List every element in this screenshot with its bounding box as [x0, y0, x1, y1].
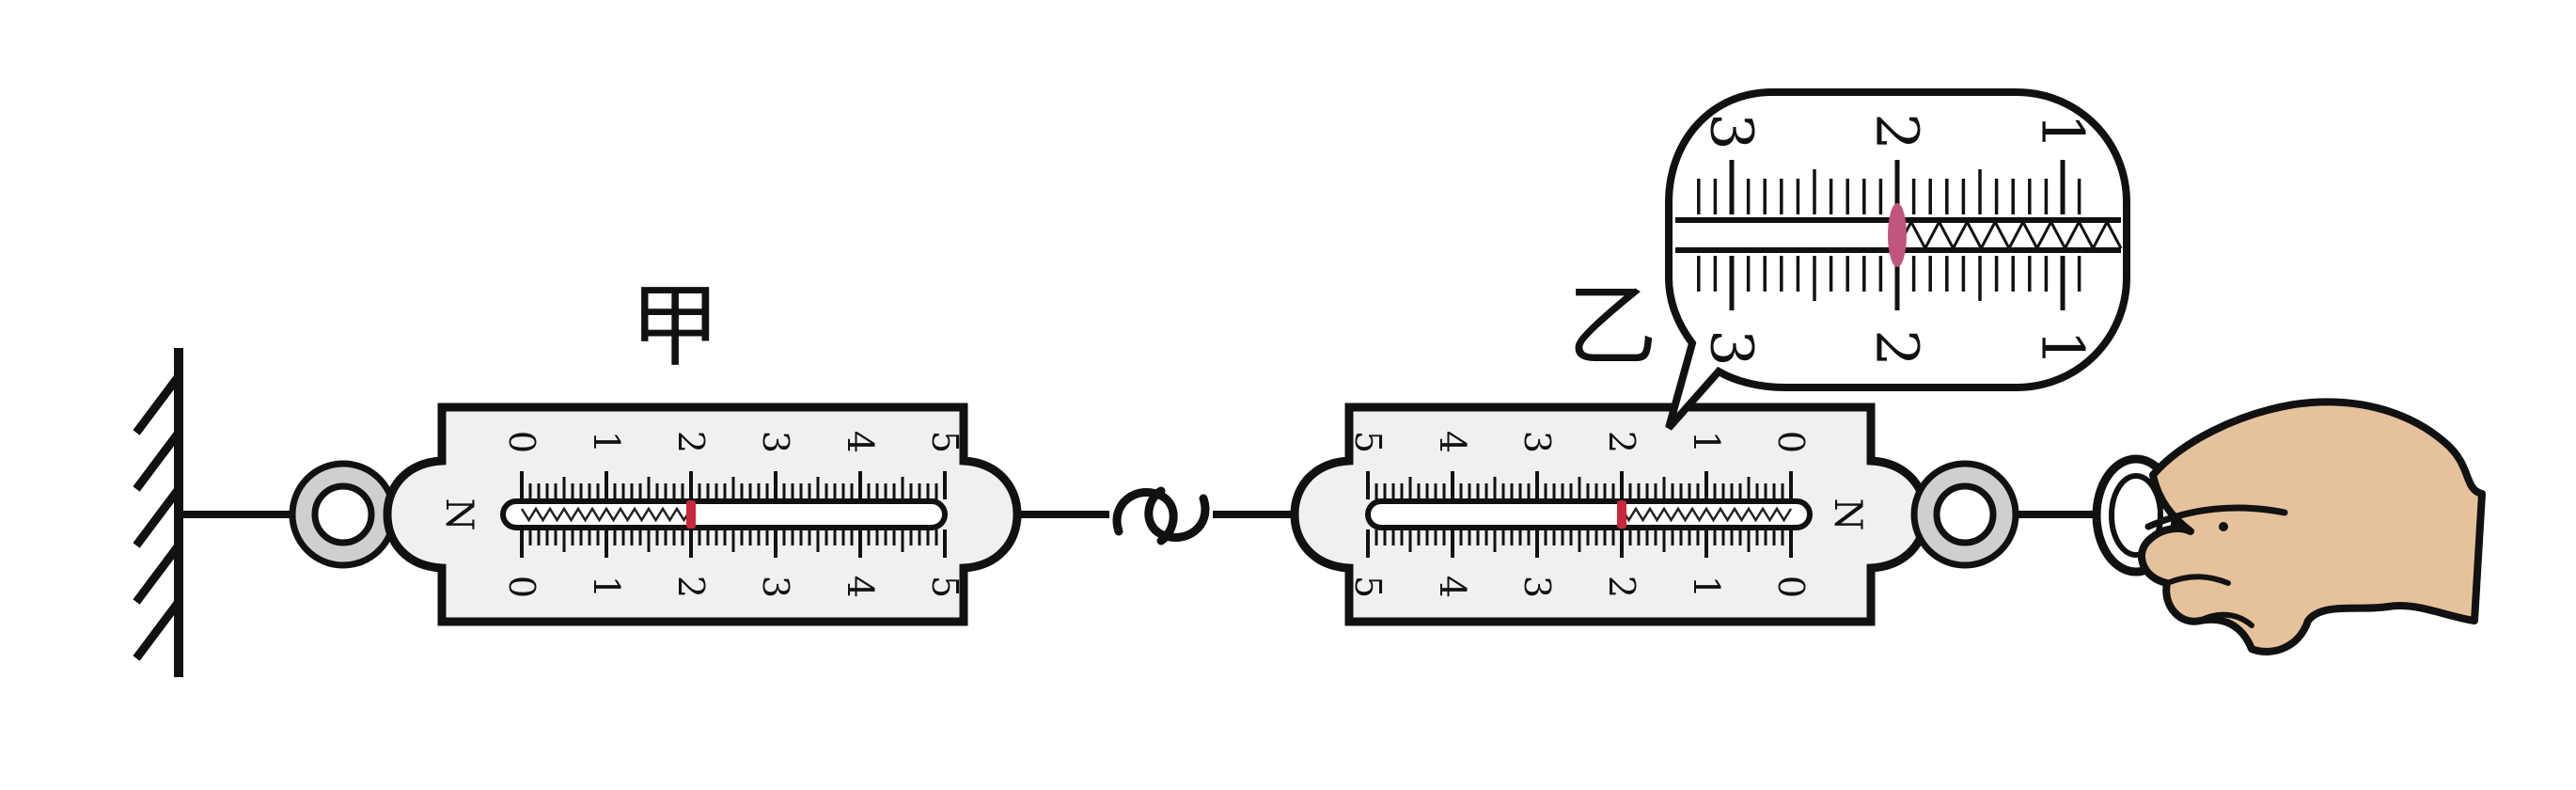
meter-jia: 0 0 1 1 2 2 3 3 4 4 5 5 N [383, 403, 1022, 626]
spring-yi [1620, 506, 1793, 523]
scale-number: 3 [755, 576, 796, 598]
scale-number: 2 [670, 431, 712, 453]
scale-number: 5 [924, 431, 966, 453]
zoom-spring [1895, 218, 2123, 252]
unit-label-yi: N [1826, 498, 1869, 531]
label-jia: 甲 [630, 274, 720, 379]
meter-yi: 0 0 1 1 2 2 3 3 4 4 5 5 N [1290, 403, 1930, 626]
scale-ticks-yi: 0 0 1 1 2 2 3 3 4 4 5 5 [1347, 431, 1812, 598]
scale-number: 0 [1770, 576, 1812, 598]
scale-number: 1 [1686, 431, 1727, 453]
scale-number: 5 [924, 576, 966, 598]
scale-number: 5 [1347, 576, 1389, 598]
scale-number: 3 [1516, 431, 1558, 453]
wall [133, 348, 183, 677]
scale-number: 4 [840, 431, 881, 453]
scale-number: 0 [1770, 431, 1812, 453]
label-yi: 乙 [1567, 274, 1657, 379]
scale-ticks-jia: 0 0 1 1 2 2 3 3 4 4 5 5 [501, 431, 966, 598]
scale-number: 0 [501, 431, 542, 453]
zoom-number: 3 [1698, 329, 1767, 366]
zoom-callout: 3 3 2 2 1 1 [1665, 88, 2130, 431]
scale-number: 1 [586, 576, 627, 598]
scale-number: 4 [1432, 431, 1473, 453]
unit-label-jia: N [437, 498, 480, 531]
scale-number: 0 [501, 576, 542, 598]
scale-number: 3 [755, 431, 796, 453]
zoom-indicator [1888, 203, 1907, 267]
scale-number: 1 [1686, 576, 1727, 598]
indicator-jia [686, 500, 696, 529]
zoom-number: 1 [2029, 113, 2097, 150]
indicator-yi [1617, 500, 1626, 529]
scale-number: 4 [1432, 576, 1473, 598]
ring-right [1910, 460, 2019, 569]
scale-number: 1 [586, 431, 627, 453]
zoom-number: 2 [1863, 329, 1932, 366]
ring-left [289, 460, 398, 569]
scale-number: 3 [1516, 576, 1558, 598]
zoom-number: 2 [1863, 113, 1932, 150]
scale-number: 4 [840, 576, 881, 598]
hook-connector [1112, 486, 1210, 545]
scale-number: 5 [1347, 431, 1389, 453]
zoom-number: 3 [1698, 113, 1767, 150]
spring-jia [520, 506, 693, 523]
zoom-number: 1 [2029, 329, 2097, 366]
scale-number: 2 [1601, 576, 1642, 598]
scale-number: 2 [670, 576, 712, 598]
zoom-scale-ticks: 3 3 2 2 1 1 [1697, 113, 2097, 367]
hand [2092, 398, 2486, 656]
scale-number: 2 [1601, 431, 1642, 453]
